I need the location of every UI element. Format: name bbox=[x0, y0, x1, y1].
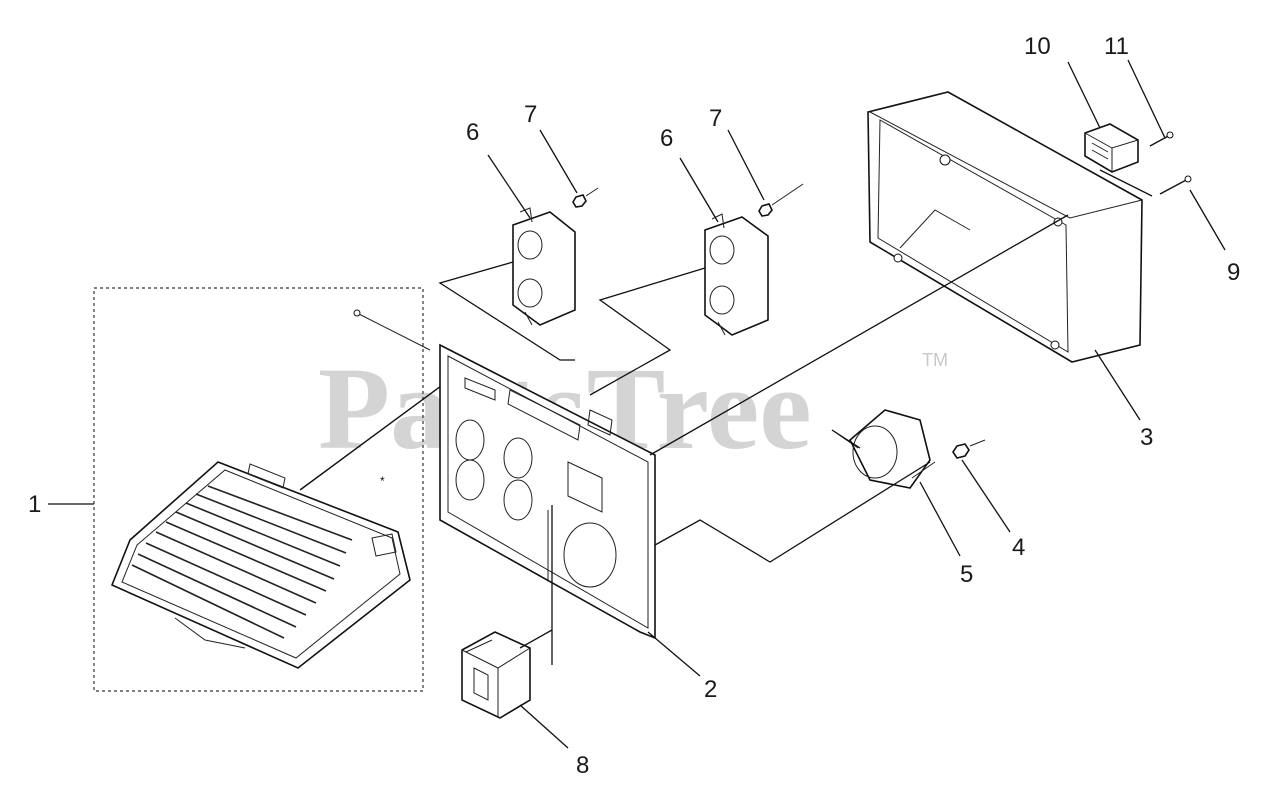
callout-4: 4 bbox=[1012, 534, 1025, 561]
callout-8: 8 bbox=[576, 752, 589, 779]
callout-11: 11 bbox=[1104, 33, 1129, 60]
callout-10: 10 bbox=[1024, 33, 1051, 60]
callout-2: 2 bbox=[704, 676, 717, 703]
callout-1: 1 bbox=[28, 491, 41, 518]
part-5-twist-lock-receptacle bbox=[831, 409, 936, 489]
part-4-nut bbox=[952, 439, 986, 459]
part-7-nut-left bbox=[572, 187, 599, 208]
callout-7-left: 7 bbox=[524, 101, 537, 128]
svg-text:*: * bbox=[380, 474, 385, 488]
callout-5: 5 bbox=[960, 561, 973, 588]
part-8-switch bbox=[461, 631, 531, 719]
part-6-duplex-outlet-left bbox=[512, 207, 576, 326]
callout-9: 9 bbox=[1227, 259, 1240, 286]
part-11-screw bbox=[1149, 131, 1174, 147]
part-1-outlet-cover-kit: * bbox=[93, 287, 461, 692]
callout-7-right: 7 bbox=[709, 105, 722, 132]
leader-lines bbox=[48, 59, 1226, 749]
part-9-screw bbox=[1159, 175, 1192, 195]
part-3-outlet-box bbox=[867, 91, 1143, 363]
watermark-trademark: TM bbox=[922, 350, 948, 370]
assembly-lines bbox=[438, 169, 1153, 665]
part-10-connector-block bbox=[1084, 123, 1139, 173]
part-6-duplex-outlet-right bbox=[704, 213, 769, 336]
part-7-nut-right bbox=[758, 183, 804, 217]
callout-3: 3 bbox=[1140, 424, 1153, 451]
callout-6-left: 6 bbox=[466, 119, 479, 146]
part-2-control-panel bbox=[439, 343, 656, 640]
callout-6-right: 6 bbox=[660, 125, 673, 152]
